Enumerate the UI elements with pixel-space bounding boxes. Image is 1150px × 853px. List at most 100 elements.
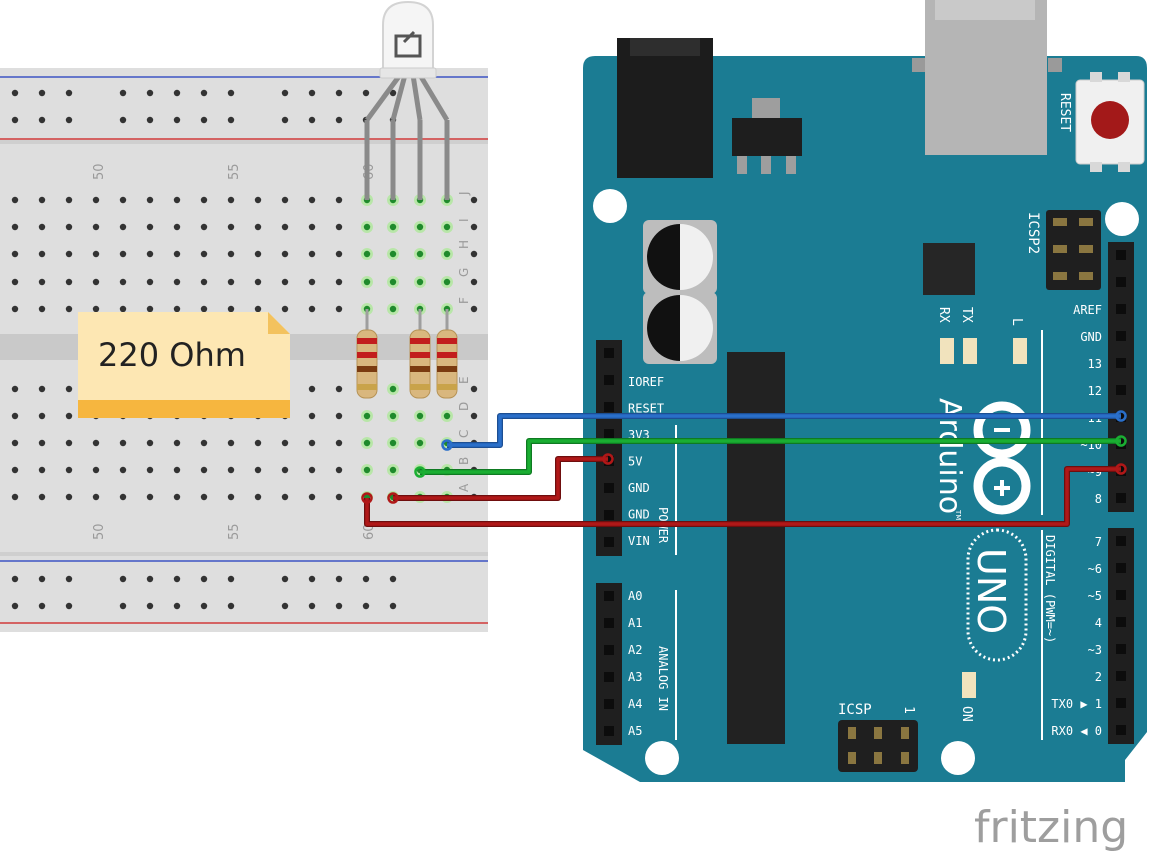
breadboard-hole: [443, 412, 451, 420]
breadboard-hole: [308, 385, 316, 393]
trademark: TM: [954, 509, 962, 520]
breadboard-hole: [470, 223, 478, 231]
rail-hole: [11, 116, 19, 124]
icsp-pin1-label: 1: [901, 706, 916, 714]
breadboard-hole: [227, 223, 235, 231]
header-pin: [604, 645, 614, 655]
breadboard-hole: [11, 250, 19, 258]
wires: [361, 410, 1127, 527]
analog-pin-label: A3: [628, 670, 642, 684]
rail-hole: [173, 602, 181, 610]
breadboard-hole: [119, 278, 127, 286]
breadboard-hole: [254, 250, 262, 258]
row-letter: C: [457, 430, 471, 438]
breadboard-hole: [92, 466, 100, 474]
breadboard-hole: [227, 466, 235, 474]
rail-hole: [281, 116, 289, 124]
breadboard-hole: [119, 439, 127, 447]
uno-badge: UNO: [966, 528, 1028, 662]
breadboard-hole: [173, 493, 181, 501]
rail-hole: [308, 116, 316, 124]
row-letter: I: [457, 218, 471, 222]
breadboard-hole: [11, 305, 19, 313]
rail-hole: [173, 89, 181, 97]
breadboard-hole: [173, 223, 181, 231]
breadboard-hole: [308, 196, 316, 204]
header-pin: [1116, 493, 1126, 503]
breadboard-hole: [200, 439, 208, 447]
header-pin: [604, 591, 614, 601]
breadboard-hole: [11, 385, 19, 393]
rail-hole: [65, 602, 73, 610]
breadboard-hole: [335, 385, 343, 393]
breadboard-hole: [173, 466, 181, 474]
breadboard-hole: [254, 278, 262, 286]
breadboard-hole: [65, 466, 73, 474]
breadboard-hole: [308, 278, 316, 286]
rail-hole: [200, 575, 208, 583]
rail-hole: [227, 575, 235, 583]
breadboard-hole: [65, 439, 73, 447]
breadboard-hole: [38, 439, 46, 447]
breadboard-hole: [38, 305, 46, 313]
breadboard-hole: [254, 305, 262, 313]
breadboard-hole: [389, 385, 397, 393]
power-pin-label: VIN: [628, 534, 650, 548]
resistor: [409, 309, 431, 399]
breadboard-hole: [119, 250, 127, 258]
breadboard-hole: [335, 278, 343, 286]
header-pin: [1116, 698, 1126, 708]
rgb-led: [364, 0, 450, 200]
breadboard-hole: [227, 278, 235, 286]
breadboard-hole: [335, 196, 343, 204]
icsp2-header: [1046, 210, 1101, 290]
digital-pin-label: 2: [1095, 670, 1102, 684]
header-pin: [604, 348, 614, 358]
rail-hole: [173, 116, 181, 124]
breadboard-hole: [227, 250, 235, 258]
power-pin-label: GND: [628, 481, 650, 495]
breadboard-hole: [254, 439, 262, 447]
row-letter: D: [457, 402, 471, 411]
breadboard-hole: [254, 493, 262, 501]
breadboard-hole: [227, 493, 235, 501]
analog-pin-label: A0: [628, 589, 642, 603]
rail-hole: [119, 116, 127, 124]
mounting-hole: [593, 189, 627, 223]
breadboard-hole: [308, 223, 316, 231]
breadboard-hole: [254, 196, 262, 204]
usb-connector: [925, 0, 1047, 155]
header-pin: [604, 483, 614, 493]
rail-hole: [146, 116, 154, 124]
capacitor: [643, 220, 717, 294]
breadboard-hole: [363, 278, 371, 286]
row-letter: H: [457, 240, 471, 249]
reset-button[interactable]: [1075, 72, 1145, 172]
analog-pin-label: A4: [628, 697, 642, 711]
rail-hole: [65, 575, 73, 583]
header-pin: [1116, 358, 1126, 368]
digital-pin-label: 4: [1095, 616, 1102, 630]
breadboard-hole: [65, 412, 73, 420]
breadboard-hole: [119, 305, 127, 313]
breadboard-hole: [92, 305, 100, 313]
breadboard-hole: [38, 385, 46, 393]
breadboard-hole: [470, 385, 478, 393]
breadboard-hole: [38, 493, 46, 501]
breadboard-hole: [92, 278, 100, 286]
icsp-label: ICSP: [838, 702, 872, 718]
reset-label: RESET: [1057, 93, 1072, 132]
analog-label: ANALOG IN: [656, 646, 670, 711]
header-pin: [1116, 563, 1126, 573]
header-pin: [1116, 250, 1126, 260]
breadboard-hole: [173, 439, 181, 447]
breadboard-hole: [416, 250, 424, 258]
breadboard-hole: [281, 196, 289, 204]
rail-hole: [308, 575, 316, 583]
breadboard-hole: [38, 250, 46, 258]
breadboard-hole: [146, 493, 154, 501]
breadboard-hole: [38, 278, 46, 286]
digital-pin-label: 12: [1088, 384, 1102, 398]
rail-hole: [308, 602, 316, 610]
rail-hole: [146, 575, 154, 583]
